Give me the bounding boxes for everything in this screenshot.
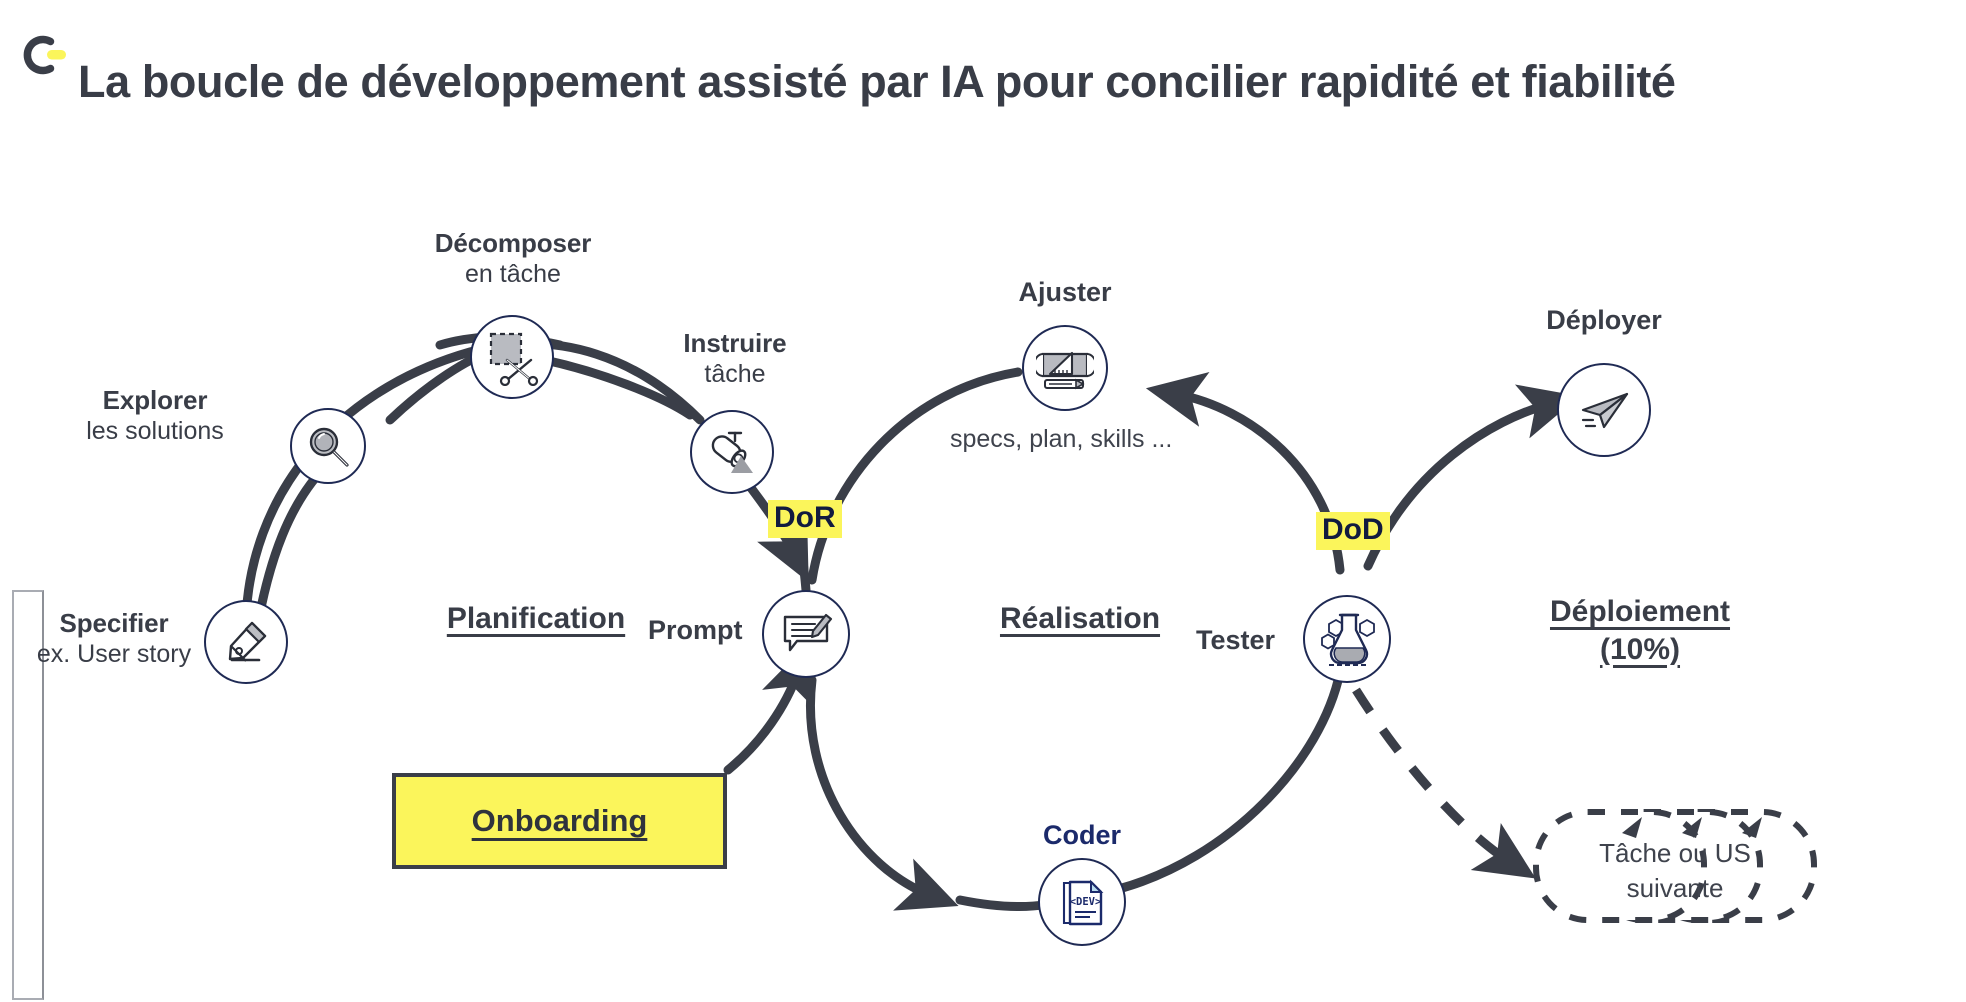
label-tester: Tester bbox=[1196, 625, 1276, 655]
gate-dor: DoR bbox=[768, 500, 842, 538]
node-tester[interactable] bbox=[1303, 595, 1391, 683]
label-ajuster: Ajuster bbox=[1018, 277, 1112, 307]
node-instruire[interactable] bbox=[690, 410, 774, 494]
scissors-cut-icon bbox=[489, 332, 539, 386]
next-task-line1: Tâche ou US bbox=[1599, 838, 1751, 868]
next-task-text: Tâche ou US suivante bbox=[1530, 836, 1820, 906]
node-ajuster[interactable] bbox=[1022, 325, 1108, 411]
annotation-ajuster-inputs: specs, plan, skills ... bbox=[950, 425, 1173, 453]
label-specifier: Specifier ex. User story bbox=[36, 608, 192, 669]
label-coder: Coder bbox=[1042, 820, 1122, 850]
node-deployer[interactable] bbox=[1557, 363, 1651, 457]
node-coder[interactable]: <DEV> bbox=[1038, 858, 1126, 946]
lab-flask-icon bbox=[1321, 613, 1375, 666]
onboarding-label: Onboarding bbox=[471, 803, 648, 838]
label-decomposer: Décomposer en tâche bbox=[434, 228, 592, 289]
pen-nib-icon bbox=[228, 621, 267, 662]
svg-text:<DEV>: <DEV> bbox=[1070, 896, 1102, 908]
spotlight-icon bbox=[711, 431, 753, 473]
next-task-line2: suivante bbox=[1626, 873, 1724, 904]
dev-document-icon: <DEV> bbox=[1062, 879, 1104, 926]
node-prompt[interactable] bbox=[762, 590, 850, 678]
phase-deploiement-line1: Déploiement bbox=[1549, 595, 1731, 628]
page-title: La boucle de développement assisté par I… bbox=[78, 56, 1676, 107]
phase-planification: Planification bbox=[446, 602, 626, 635]
label-explorer: Explorer les solutions bbox=[86, 385, 224, 446]
label-prompt: Prompt bbox=[648, 615, 743, 645]
onboarding-box[interactable]: Onboarding bbox=[392, 773, 727, 869]
chat-pencil-icon bbox=[783, 613, 833, 652]
node-specifier[interactable] bbox=[204, 600, 288, 684]
dashed-task-stack-icon bbox=[1533, 809, 1817, 923]
label-deployer: Déployer bbox=[1546, 305, 1662, 335]
paper-plane-icon bbox=[1581, 392, 1629, 429]
gate-dod: DoD bbox=[1316, 512, 1390, 550]
next-task-stack: Tâche ou US suivante bbox=[1530, 808, 1820, 938]
phase-deploiement-line2: (10%) bbox=[1599, 632, 1681, 666]
phase-realisation: Réalisation bbox=[999, 602, 1161, 635]
blueprint-ruler-icon bbox=[1036, 351, 1094, 390]
node-explorer[interactable] bbox=[290, 408, 366, 484]
phase-deploiement: Déploiement (10%) bbox=[1460, 593, 1820, 668]
node-decomposer[interactable] bbox=[470, 315, 554, 399]
left-edge-frame bbox=[12, 590, 44, 1000]
label-instruire: Instruire tâche bbox=[683, 328, 787, 389]
magnifier-icon bbox=[309, 427, 349, 467]
c-dot-logo-icon bbox=[14, 30, 74, 84]
